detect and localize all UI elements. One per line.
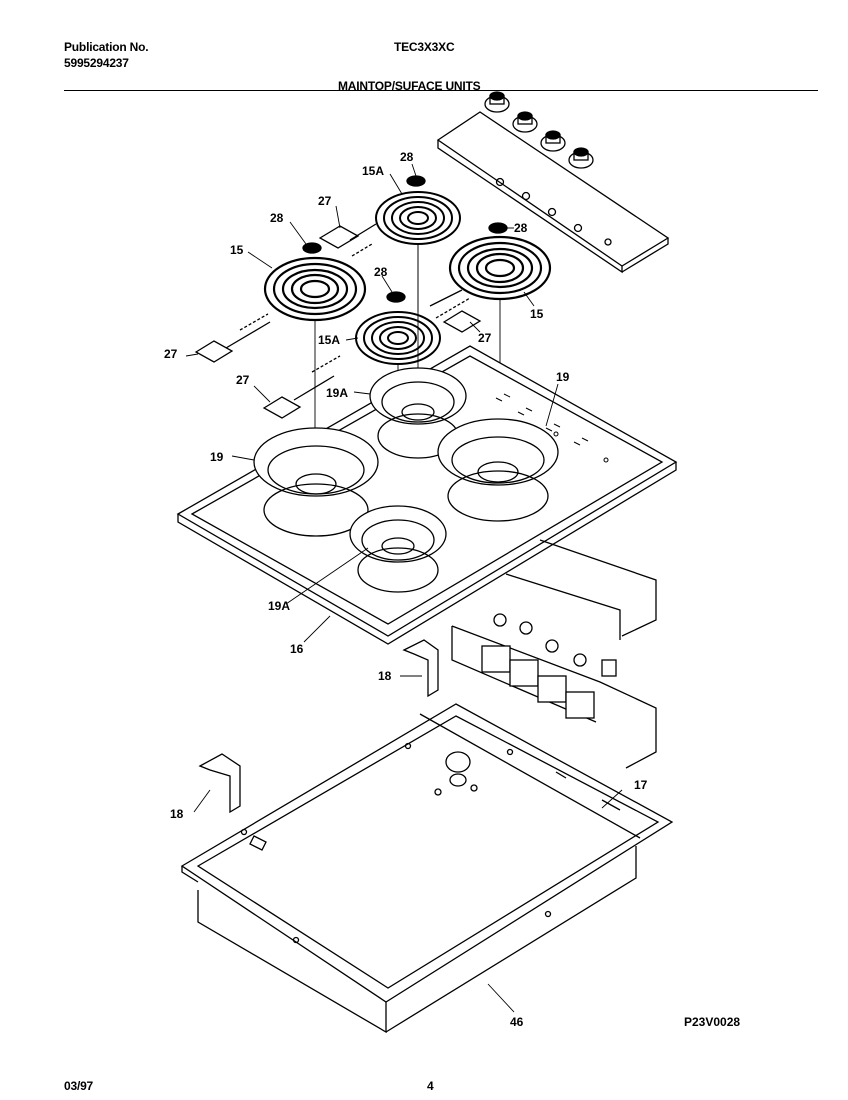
- callout-19: 19: [210, 450, 224, 464]
- control-housing: [451, 539, 657, 769]
- receptacle-27: [318, 223, 377, 257]
- callout-17: 17: [634, 778, 648, 792]
- callout-28: 28: [270, 211, 284, 225]
- callout-15A: 15A: [318, 333, 340, 347]
- surface-unit-coil-15-left: [263, 256, 367, 322]
- bracket-18: [198, 753, 241, 814]
- callout-15A: 15A: [362, 164, 384, 178]
- callout-27: 27: [318, 194, 332, 208]
- footer-date: 03/97: [64, 1079, 94, 1093]
- cap-28: [406, 175, 426, 187]
- page-number: 4: [427, 1079, 434, 1093]
- callout-16: 16: [290, 642, 304, 656]
- callout-18: 18: [170, 807, 184, 821]
- callout-28: 28: [514, 221, 528, 235]
- callout-18: 18: [378, 669, 392, 683]
- cap-28: [386, 291, 406, 303]
- header-rule: [64, 90, 818, 91]
- callout-15: 15: [230, 243, 244, 257]
- callout-46: 46: [510, 1015, 524, 1029]
- receptacle-27: [429, 289, 482, 333]
- callout-27: 27: [478, 331, 492, 345]
- maintop-16: [176, 345, 678, 645]
- bracket-18: [402, 639, 439, 698]
- callout-28: 28: [374, 265, 388, 279]
- callout-27: 27: [236, 373, 250, 387]
- leader-lines: [185, 163, 623, 1013]
- section-title: MAINTOP/SUFACE UNITS: [338, 79, 481, 93]
- surface-unit-coil-15-right: [448, 235, 552, 301]
- knob-icon: [568, 147, 594, 169]
- model-number: TEC3X3XC: [394, 40, 455, 54]
- callout-19: 19: [556, 370, 570, 384]
- callout-19A: 19A: [326, 386, 348, 400]
- publication-number: 5995294237: [64, 56, 129, 70]
- control-panel: [436, 91, 670, 274]
- knob-icon: [540, 130, 566, 152]
- callout-15: 15: [530, 307, 544, 321]
- receptacle-27: [262, 355, 341, 419]
- receptacle-27: [194, 313, 271, 363]
- knob-icon: [484, 91, 510, 113]
- cap-28: [488, 222, 508, 234]
- callout-28: 28: [400, 150, 414, 164]
- surface-unit-coil-15A-top: [375, 191, 461, 245]
- drawing-id: P23V0028: [684, 1015, 740, 1029]
- knob-icon: [512, 111, 538, 133]
- cap-28: [302, 242, 322, 254]
- publication-label: Publication No.: [64, 40, 149, 54]
- surface-unit-coil-15A-mid: [355, 311, 441, 365]
- callout-27: 27: [164, 347, 178, 361]
- burner-box-46: [180, 703, 674, 1034]
- callout-19A: 19A: [268, 599, 290, 613]
